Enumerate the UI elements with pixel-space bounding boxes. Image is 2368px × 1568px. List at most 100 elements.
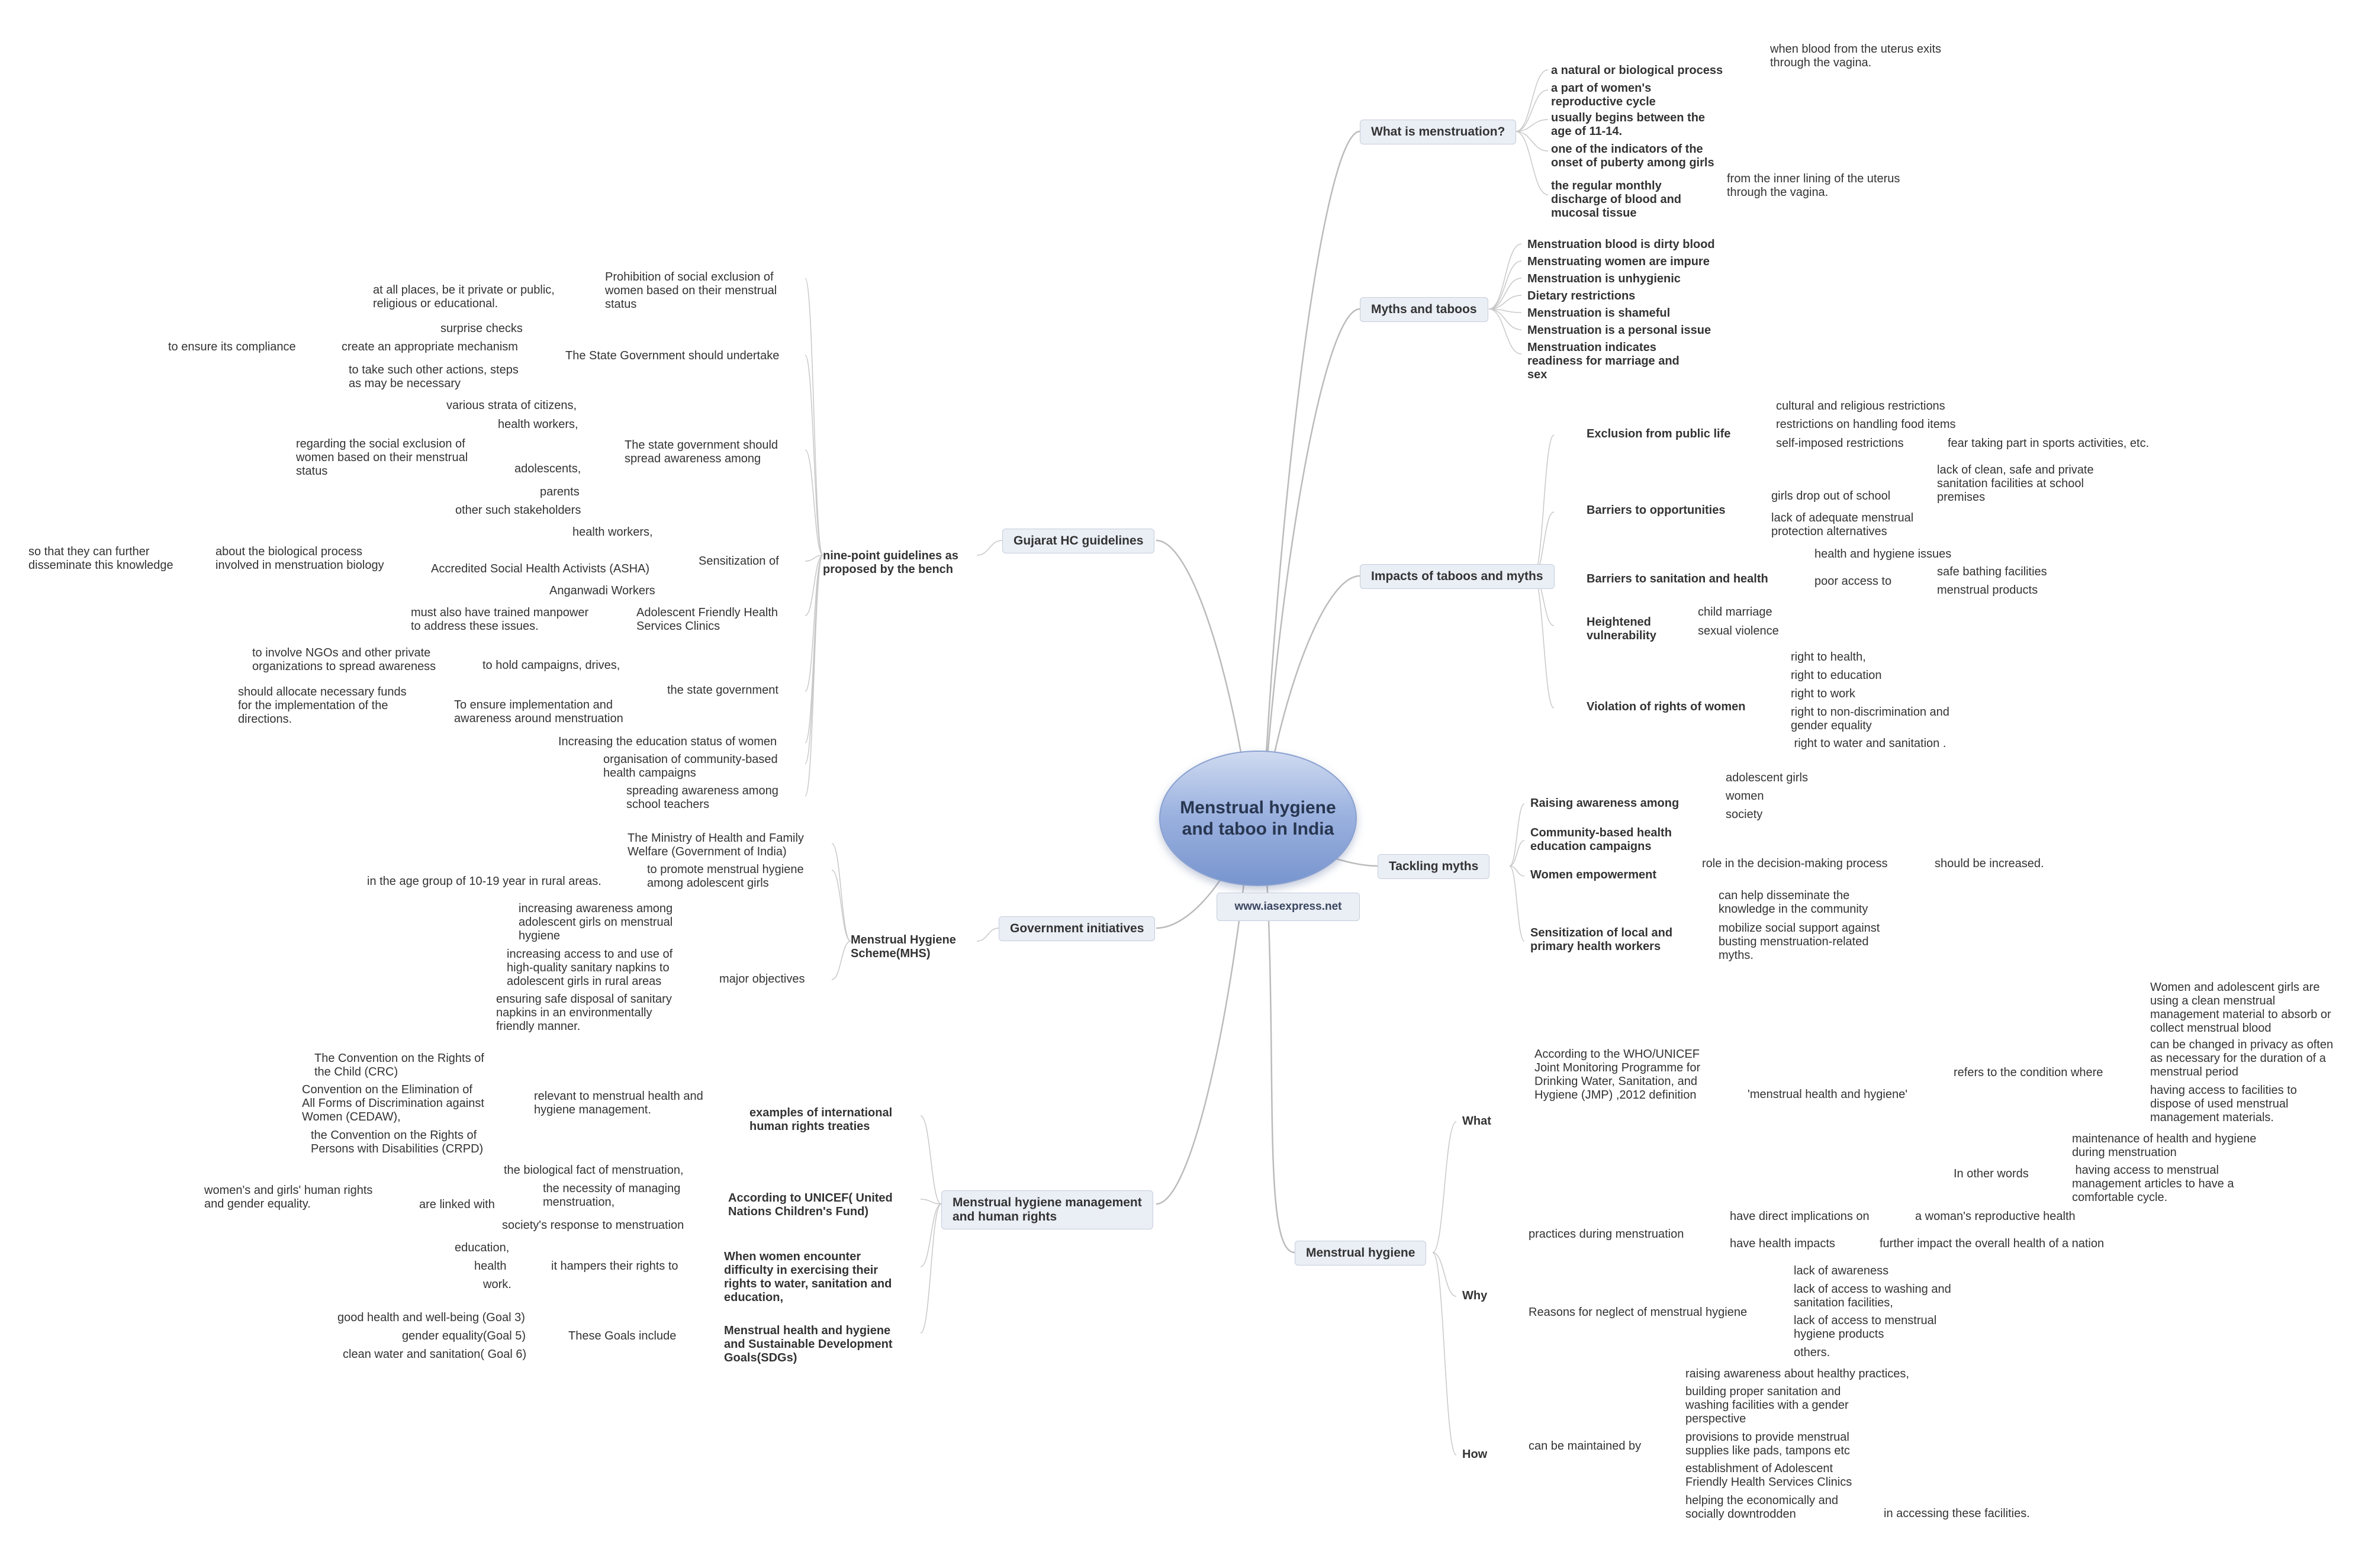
mhh-label[interactable]: 'menstrual health and hygiene' [1748, 1088, 1908, 1101]
right-item[interactable]: right to non-discrimination and gender e… [1791, 706, 1949, 732]
education-status[interactable]: Increasing the education status of women [558, 735, 777, 748]
community-health-campaigns[interactable]: organisation of community-based health c… [603, 753, 778, 780]
other-words-item[interactable]: maintenance of health and hygiene during… [2072, 1132, 2257, 1159]
how-item[interactable]: building proper sanitation and washing f… [1685, 1385, 1849, 1425]
natural-process[interactable]: a natural or biological process [1551, 64, 1723, 77]
discharge-detail[interactable]: from the inner lining of the uterus thro… [1727, 172, 1900, 199]
exclusion-item[interactable]: self-imposed restrictions [1776, 437, 1904, 450]
ministry-health[interactable]: The Ministry of Health and Family Welfar… [628, 832, 804, 858]
ensure-implementation[interactable]: To ensure implementation and awareness a… [454, 698, 623, 725]
other-stakeholders[interactable]: other such stakeholders [455, 504, 581, 517]
should-be-increased[interactable]: should be increased. [1935, 857, 2044, 870]
goal-item[interactable]: good health and well-being (Goal 3) [337, 1311, 525, 1324]
mobilize-support[interactable]: mobilize social support against busting … [1719, 922, 1880, 962]
objective-item[interactable]: increasing awareness among adolescent gi… [519, 902, 673, 942]
website-label[interactable]: www.iasexpress.net [1217, 893, 1360, 921]
can-be-maintained[interactable]: can be maintained by [1529, 1440, 1642, 1453]
the-state-government[interactable]: the state government [667, 684, 778, 697]
right-item[interactable]: right to health, [1791, 651, 1866, 664]
menstrual-products[interactable]: menstrual products [1937, 584, 2038, 597]
exclusion-public-life[interactable]: Exclusion from public life [1587, 427, 1731, 440]
sports-fear[interactable]: fear taking part in sports activities, e… [1948, 437, 2150, 450]
treaty-item[interactable]: the Convention on the Rights of Persons … [311, 1129, 484, 1155]
poor-access[interactable]: poor access to [1814, 575, 1892, 588]
encounter-difficulty[interactable]: When women encounter difficulty in exerc… [724, 1250, 892, 1304]
topic-impacts[interactable]: Impacts of taboos and myths [1360, 564, 1555, 590]
practices-during[interactable]: practices during menstruation [1529, 1228, 1684, 1241]
why-label[interactable]: Why [1462, 1289, 1488, 1302]
unicef[interactable]: According to UNICEF( United Nations Chil… [728, 1192, 893, 1218]
disseminate-knowledge[interactable]: can help disseminate the knowledge in th… [1719, 889, 1868, 916]
promote-hygiene[interactable]: to promote menstrual hygiene among adole… [647, 863, 804, 890]
in-other-words[interactable]: In other words [1954, 1167, 2029, 1180]
womens-rights[interactable]: women's and girls' human rights and gend… [204, 1184, 373, 1210]
neglect-item[interactable]: lack of awareness [1794, 1264, 1889, 1277]
monthly-discharge[interactable]: the regular monthly discharge of blood a… [1551, 179, 1682, 220]
linked-item[interactable]: society's response to menstruation [502, 1219, 684, 1232]
how-label[interactable]: How [1462, 1448, 1488, 1461]
myth-item[interactable]: Menstruation indicates readiness for mar… [1527, 341, 1680, 381]
sensitization-workers[interactable]: Sensitization of local and primary healt… [1530, 926, 1673, 953]
involve-ngos[interactable]: to involve NGOs and other private organi… [252, 646, 436, 673]
violation-of-rights[interactable]: Violation of rights of women [1587, 700, 1746, 713]
ensure-compliance[interactable]: to ensure its compliance [168, 340, 296, 353]
right-item[interactable]: right to water and sanitation . [1791, 737, 1946, 750]
reproductive-cycle[interactable]: a part of women's reproductive cycle [1551, 82, 1656, 108]
topic-menstrual-hygiene[interactable]: Menstrual hygiene [1295, 1241, 1427, 1266]
natural-process-detail[interactable]: when blood from the uterus exits through… [1770, 43, 1942, 69]
how-item[interactable]: provisions to provide menstrual supplies… [1685, 1431, 1850, 1457]
school-teachers[interactable]: spreading awareness among school teacher… [626, 784, 778, 811]
lack-sanitation-facilities[interactable]: lack of clean, safe and private sanitati… [1937, 463, 2094, 504]
condition-item[interactable]: having access to facilities to dispose o… [2150, 1084, 2297, 1124]
neglect-reasons[interactable]: Reasons for neglect of menstrual hygiene [1529, 1306, 1748, 1319]
hampers-item[interactable]: health [474, 1260, 507, 1273]
barriers-opportunities[interactable]: Barriers to opportunities [1587, 504, 1726, 517]
condition-item[interactable]: Women and adolescent girls are using a c… [2150, 981, 2331, 1035]
hampers-item[interactable]: work. [483, 1278, 511, 1291]
audience-item[interactable]: society [1726, 808, 1763, 821]
neglect-item[interactable]: lack of access to menstrual hygiene prod… [1794, 1314, 1937, 1341]
myth-item[interactable]: Menstruation blood is dirty blood [1527, 238, 1715, 251]
topic-gujarat-hc[interactable]: Gujarat HC guidelines [1002, 529, 1155, 554]
health-workers-2[interactable]: health workers, [572, 526, 653, 539]
child-marriage[interactable]: child marriage [1698, 606, 1772, 619]
topic-myths-and-taboos[interactable]: Myths and taboos [1360, 297, 1488, 323]
nation-health[interactable]: further impact the overall health of a n… [1880, 1237, 2105, 1250]
puberty-indicator[interactable]: one of the indicators of the onset of pu… [1551, 143, 1714, 169]
goal-item[interactable]: gender equality(Goal 5) [402, 1329, 526, 1342]
prohibition-exclusion[interactable]: Prohibition of social exclusion of women… [605, 271, 777, 311]
audience-item[interactable]: adolescent girls [1726, 771, 1808, 784]
myth-item[interactable]: Dietary restrictions [1527, 289, 1636, 302]
regarding-exclusion[interactable]: regarding the social exclusion of women … [296, 437, 468, 478]
mhs-scheme[interactable]: Menstrual Hygiene Scheme(MHS) [851, 933, 956, 960]
allocate-funds[interactable]: should allocate necessary funds for the … [238, 685, 407, 726]
sexual-violence[interactable]: sexual violence [1698, 624, 1779, 637]
spread-awareness[interactable]: The state government should spread aware… [625, 439, 778, 465]
strata-citizens[interactable]: various strata of citizens, [446, 399, 577, 412]
condition-item[interactable]: can be changed in privacy as often as ne… [2150, 1038, 2334, 1078]
relevant-to-mhm[interactable]: relevant to menstrual health and hygiene… [534, 1090, 703, 1116]
age-group[interactable]: in the age group of 10-19 year in rural … [367, 875, 601, 888]
biological-process[interactable]: about the biological process involved in… [215, 545, 384, 572]
health-hygiene-issues[interactable]: health and hygiene issues [1814, 548, 1952, 561]
topic-tackling-myths[interactable]: Tackling myths [1378, 854, 1490, 880]
goals-include[interactable]: These Goals include [568, 1329, 677, 1342]
decision-role[interactable]: role in the decision-making process [1702, 857, 1888, 870]
what-label[interactable]: What [1462, 1115, 1491, 1128]
international-treaties[interactable]: examples of international human rights t… [749, 1106, 893, 1133]
community-campaigns[interactable]: Community-based health education campaig… [1530, 826, 1672, 853]
raising-awareness[interactable]: Raising awareness among [1530, 797, 1680, 810]
hampers-rights[interactable]: it hampers their rights to [551, 1260, 678, 1273]
treaty-item[interactable]: Convention on the Elimination of All For… [302, 1083, 484, 1123]
topic-government-initiatives[interactable]: Government initiatives [999, 916, 1156, 942]
myth-item[interactable]: Menstruating women are impure [1527, 255, 1710, 268]
right-item[interactable]: right to education [1791, 669, 1882, 682]
topic-human-rights[interactable]: Menstrual hygiene management and human r… [941, 1190, 1153, 1230]
state-undertake[interactable]: The State Government should undertake [565, 349, 780, 362]
central-topic[interactable]: Menstrual hygiene and taboo in India [1159, 751, 1357, 886]
exclusion-item[interactable]: restrictions on handling food items [1776, 418, 1956, 431]
topic-what-is-menstruation[interactable]: What is menstruation? [1360, 120, 1517, 145]
begins-age[interactable]: usually begins between the age of 11-14. [1551, 111, 1706, 138]
parents[interactable]: parents [540, 485, 580, 498]
health-impacts[interactable]: have health impacts [1730, 1237, 1835, 1250]
